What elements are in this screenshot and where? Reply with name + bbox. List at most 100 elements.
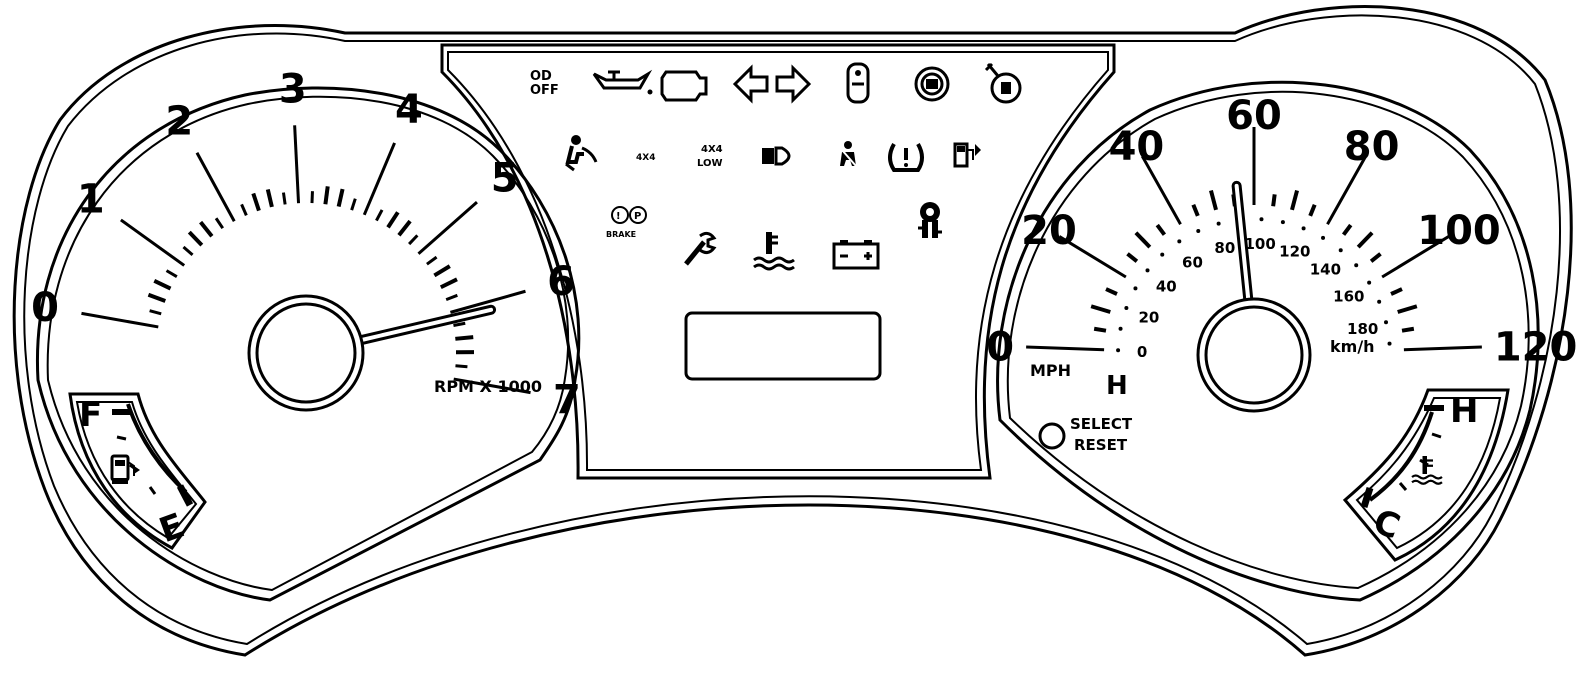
- tach-minor-tick: [187, 230, 204, 247]
- speedo-kmh-tick: [1196, 228, 1201, 233]
- tach-minor-tick: [439, 277, 458, 290]
- speedo-minor-tick: [1271, 194, 1277, 207]
- speedo-major-tick: [1326, 155, 1368, 225]
- speedo-kmh-tick: [1321, 235, 1326, 240]
- tach-minor-tick: [265, 188, 274, 208]
- speedo-mph-tick-marks: [1026, 127, 1482, 352]
- left-turn-signal-icon: [732, 64, 769, 104]
- speedo-kmh-label: 100: [1245, 235, 1276, 253]
- tach-minor-tick: [165, 269, 178, 278]
- speedo-major-tick: [1058, 235, 1127, 279]
- speedo-minor-tick: [1290, 190, 1299, 211]
- temp-tick-2: [1431, 432, 1442, 439]
- center-warning-panel: [440, 43, 1116, 480]
- warning-light-array: OD OFF: [530, 62, 1022, 271]
- speedo-minor-tick: [1105, 287, 1118, 296]
- speedo-kmh-label: 180: [1347, 320, 1378, 338]
- tach-minor-tick: [240, 203, 248, 216]
- tach-minor-tick: [336, 188, 345, 208]
- coolant-temp-icon: [1411, 456, 1443, 485]
- speedo-mph-label: 80: [1344, 124, 1400, 170]
- tire-pressure-icon: [888, 143, 924, 172]
- tach-major-tick: [120, 218, 186, 267]
- speedo-center-h-label: H: [1106, 371, 1128, 401]
- speedo-mph-label: 0: [986, 325, 1014, 371]
- tach-label: 7: [553, 377, 581, 423]
- tach-label: 0: [31, 285, 59, 331]
- speedo-minor-tick: [1155, 223, 1167, 236]
- brake-circles-icon: ! P: [611, 206, 647, 224]
- speedo-kmh-label: 80: [1214, 239, 1235, 257]
- speedo-minor-tick: [1126, 252, 1139, 263]
- tach-minor-tick: [199, 220, 214, 238]
- tach-label: 2: [165, 98, 193, 144]
- tach-unit-label: RPM X 1000: [434, 377, 542, 396]
- tach-major-tick: [293, 125, 301, 204]
- airbag-occupant-icon: [846, 62, 870, 104]
- brake-warning-indicator: ! P BRAKE: [606, 206, 647, 239]
- tach-minor-tick: [455, 335, 474, 341]
- tach-minor-tick: [408, 234, 419, 246]
- tach-minor-tick: [455, 364, 468, 369]
- speedo-kmh-tick: [1354, 263, 1359, 268]
- temp-hot-label: H: [1450, 391, 1478, 431]
- tach-minor-tick: [153, 279, 172, 291]
- headlamp-indicator-icon: [762, 146, 791, 166]
- temp-cold-label: C: [1368, 502, 1405, 548]
- fuel-tick-1q: [148, 486, 157, 495]
- speedo-kmh-tick: [1387, 341, 1392, 346]
- cluster-bezel: [12, 4, 1573, 657]
- fuel-tick-3q: [116, 435, 127, 441]
- speedo-kmh-tick: [1367, 280, 1372, 285]
- od-off-line2: OFF: [530, 83, 559, 98]
- fuel-tick-empty: [176, 484, 194, 507]
- airbag-warning-icon: [565, 135, 598, 172]
- tach-needle-highlight: [352, 307, 494, 344]
- speedo-minor-tick: [1308, 204, 1317, 217]
- fuel-full-label: F: [79, 395, 102, 435]
- tach-hub-inner: [255, 302, 357, 404]
- select-label: SELECT: [1070, 415, 1133, 433]
- fuel-gauge: F E: [68, 392, 207, 551]
- speedo-kmh-tick: [1301, 226, 1306, 231]
- select-reset-button[interactable]: SELECT RESET: [1038, 415, 1133, 454]
- tach-face-outline: [35, 86, 581, 602]
- odometer-display: [684, 311, 882, 381]
- tach-label: 5: [491, 156, 519, 202]
- anti-theft-key-icon: [918, 202, 942, 238]
- tach-tick-marks: [81, 125, 531, 395]
- speedo-kmh-tick: [1280, 220, 1285, 225]
- speedo-kmh-label: 0: [1137, 343, 1147, 361]
- speedo-minor-tick: [1356, 231, 1374, 249]
- svg-text:!: !: [616, 211, 621, 222]
- four-low-indicator: 4X4 LOW: [697, 144, 723, 169]
- speedo-mph-label: 100: [1417, 208, 1501, 254]
- fuel-pump-icon: [110, 454, 140, 484]
- speedo-kmh-label: 40: [1156, 277, 1177, 295]
- tach-minor-tick: [147, 292, 166, 303]
- temp-gauge: H C: [1342, 388, 1510, 562]
- speedo-kmh-tick: [1160, 252, 1165, 257]
- speedo-kmh-tick: [1377, 299, 1382, 304]
- od-off-line1: OD: [530, 69, 552, 84]
- check-engine-icon: [660, 70, 708, 102]
- select-reset-knob[interactable]: [1038, 422, 1066, 450]
- tach-minor-tick: [397, 219, 412, 237]
- tach-minor-tick: [182, 245, 194, 257]
- speedo-kmh-tick: [1124, 305, 1129, 310]
- speedo-kmh-label: 60: [1182, 253, 1203, 271]
- tach-label: 3: [279, 66, 307, 112]
- speedo-minor-tick: [1191, 204, 1200, 217]
- traction-control-icon: [984, 62, 1022, 104]
- oil-pressure-icon: [592, 69, 653, 95]
- speedo-kmh-tick: [1145, 268, 1150, 273]
- tach-minor-tick: [433, 264, 451, 278]
- tach-minor-tick: [375, 209, 384, 222]
- speedo-major-tick: [1403, 345, 1482, 352]
- tach-minor-tick: [426, 255, 438, 266]
- temp-tick-cold: [1360, 486, 1374, 509]
